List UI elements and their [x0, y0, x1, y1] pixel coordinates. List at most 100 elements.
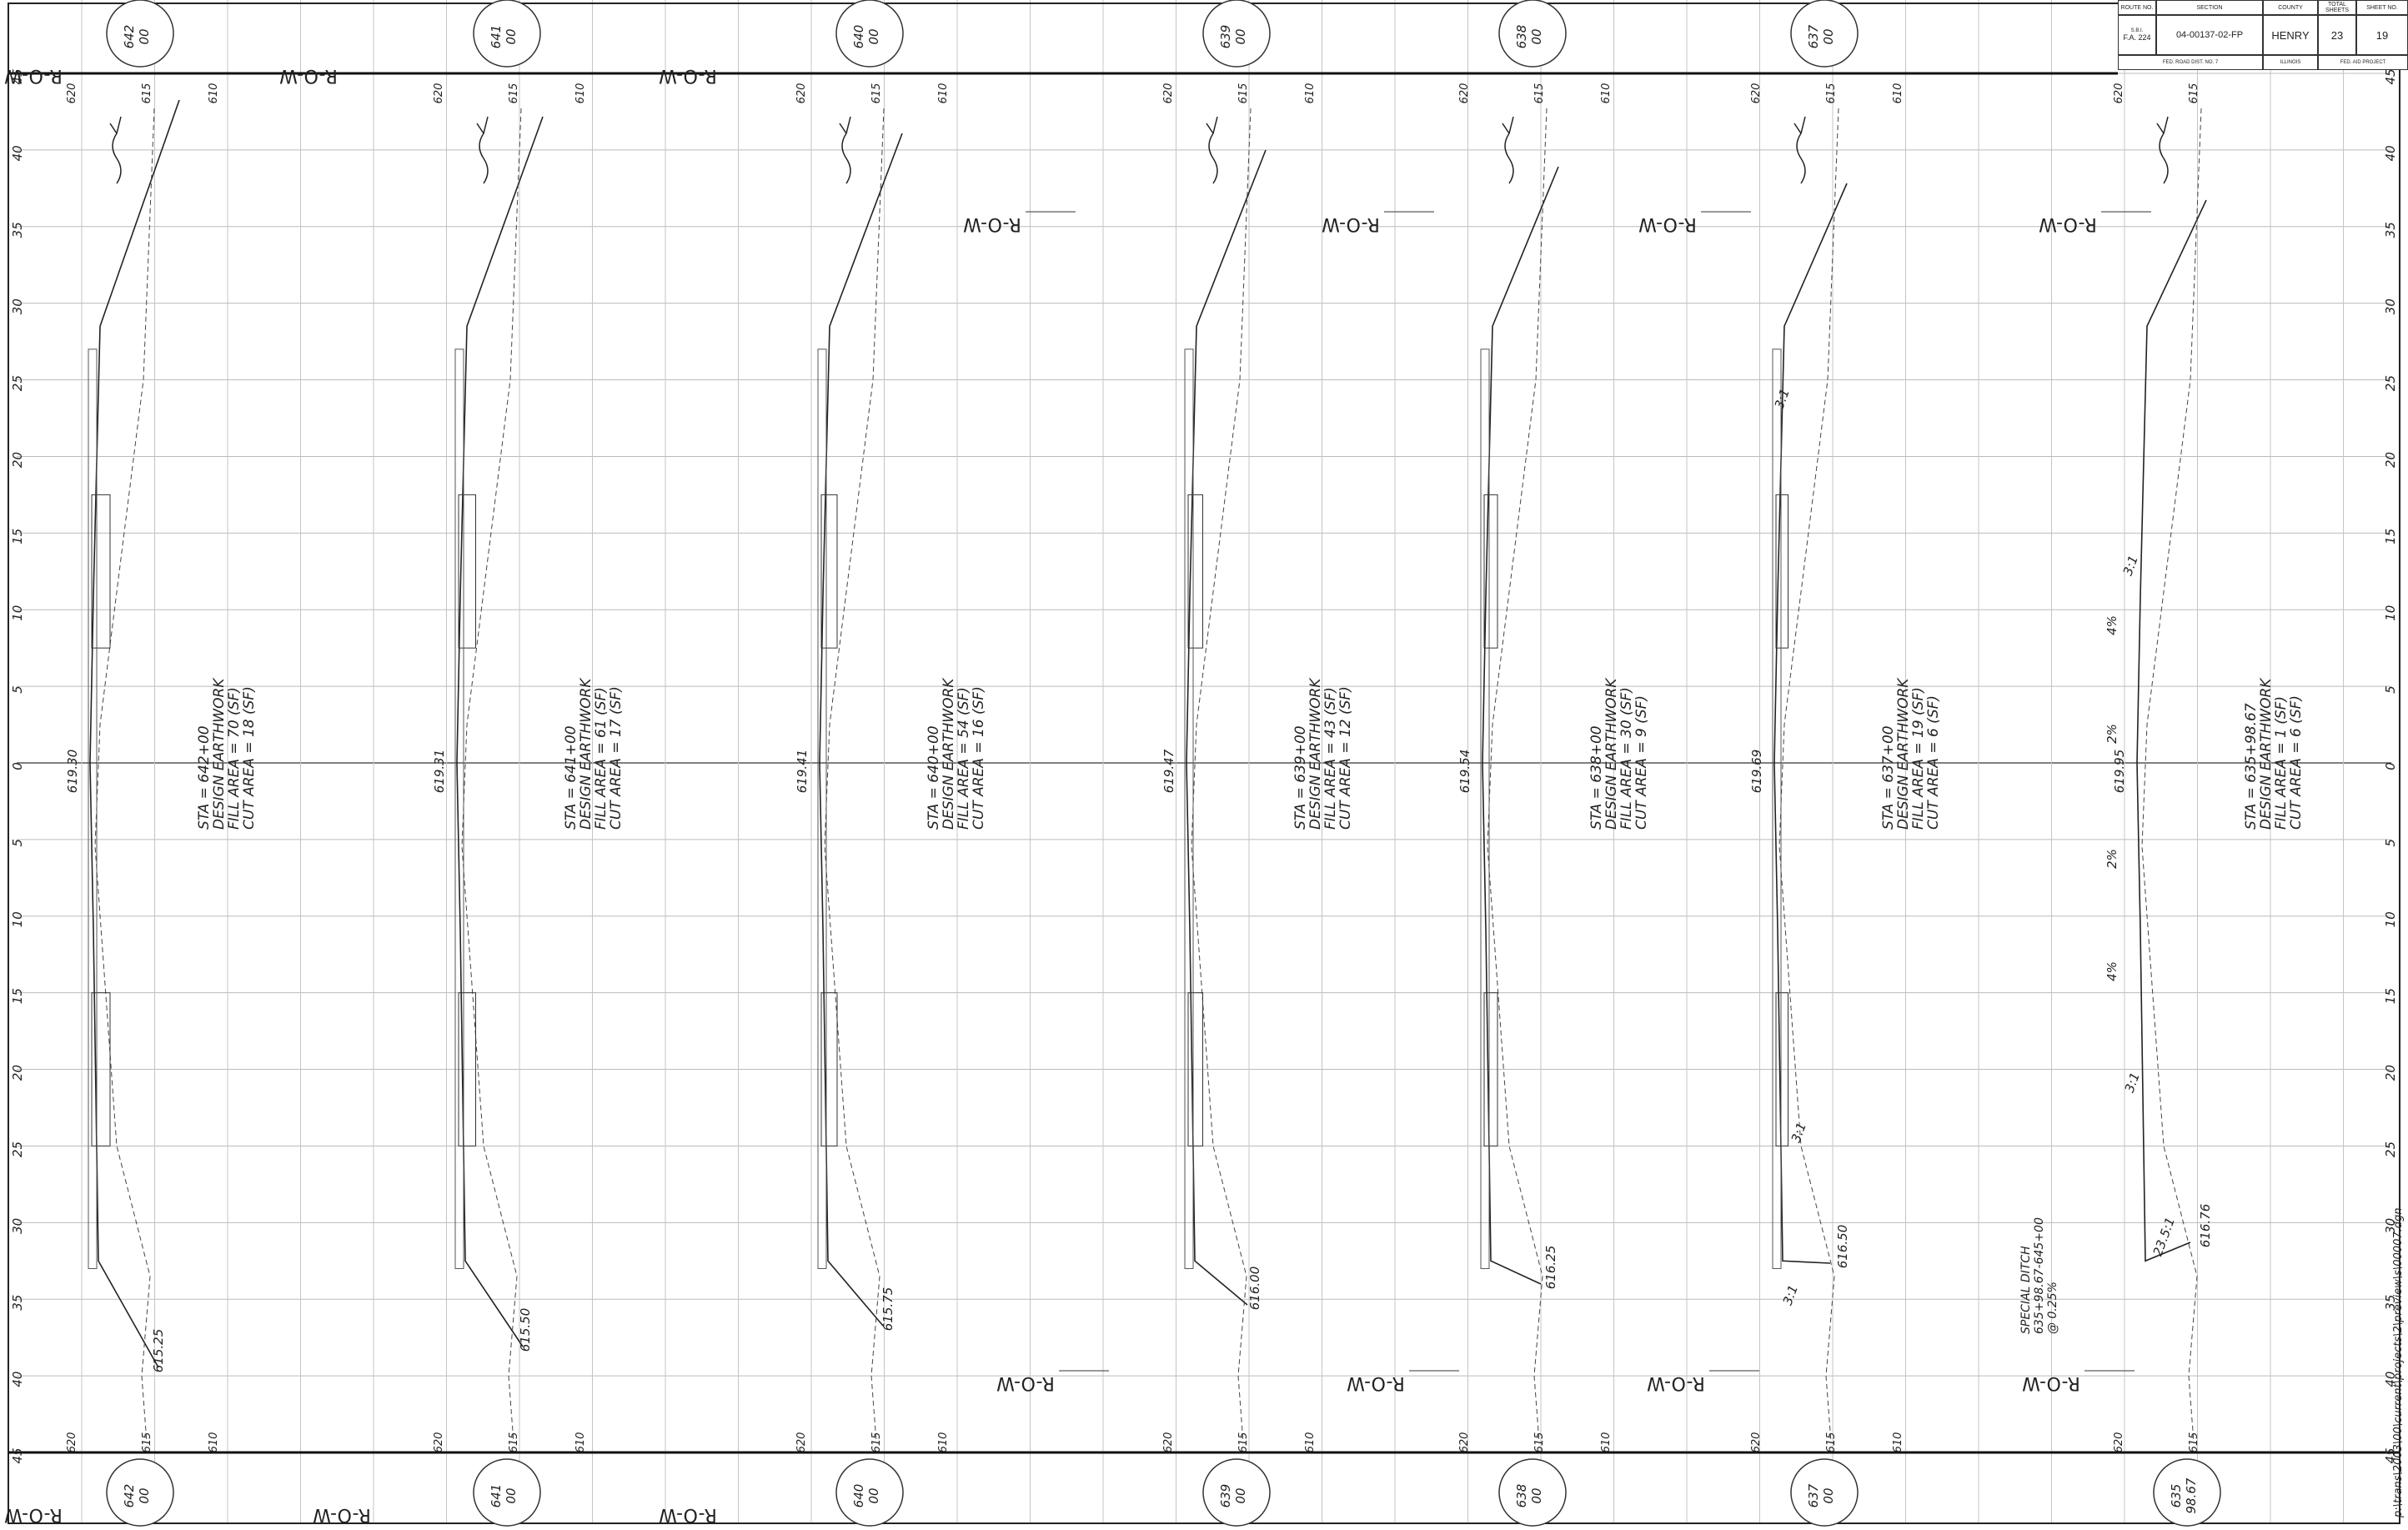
elevation-label-top: 615 — [2188, 83, 2200, 104]
cross-slope-label: 2% — [2104, 849, 2120, 869]
offset-label-right: 15 — [2383, 529, 2398, 544]
elevation-label-bottom: 615 — [141, 1432, 153, 1453]
toe-elevation: 615.75 — [880, 1287, 895, 1332]
elevation-label-top: 620 — [795, 83, 808, 104]
row-label: R-O-W — [4, 65, 63, 86]
station-plus: 00 — [1821, 28, 1836, 44]
offset-label-left: 15 — [10, 988, 25, 1004]
offset-label-right: 5 — [2383, 839, 2398, 847]
offset-label-left: 30 — [10, 1218, 25, 1234]
route-value-top: S.B.I. — [2130, 28, 2144, 33]
row-label: R-O-W — [279, 65, 338, 86]
pavement-outline — [88, 349, 98, 1269]
row-label: R-O-W — [1322, 213, 1380, 234]
county-value: HENRY — [2263, 15, 2318, 55]
row-label: R-O-W — [1638, 213, 1697, 234]
elevation-label-top: 620 — [1750, 83, 1763, 104]
station-number: 639 — [1218, 1484, 1233, 1508]
section-note: DESIGN EARTHWORK — [1895, 677, 1912, 830]
offset-label-left: 45 — [10, 1447, 25, 1463]
elevation-label-bottom: 620 — [1458, 1432, 1471, 1453]
elevation-label-bottom: 610 — [574, 1432, 587, 1453]
station-circle-top — [1498, 0, 1567, 68]
elevation-label-top: 610 — [208, 83, 220, 104]
elevation-label-top: 620 — [2113, 83, 2125, 104]
station-circle-top — [473, 0, 541, 68]
existing-ground — [1487, 108, 1548, 1443]
row-label: R-O-W — [2039, 213, 2097, 234]
special-ditch-note: SPECIAL DITCH — [2019, 1246, 2033, 1334]
section-note: STA = 639+00 — [1292, 725, 1309, 830]
shoulder-block-top — [820, 494, 838, 649]
offset-label-right: 5 — [2383, 685, 2398, 694]
toe-elevation: 615.25 — [151, 1329, 166, 1373]
section-note: STA = 637+00 — [1880, 725, 1897, 830]
elevation-label-bottom: 620 — [1162, 1432, 1175, 1453]
section-note: CUT AREA = 9 (SF) — [1633, 695, 1650, 830]
pavement-outline — [1772, 349, 1782, 1269]
shoulder-block-bottom — [1775, 992, 1788, 1146]
shoulder-block-top — [1187, 494, 1203, 649]
station-circle-top — [106, 0, 174, 68]
shoulder-block-bottom — [1187, 992, 1203, 1146]
title-block: ROUTE NO. SECTION COUNTY TOTAL SHEETS SH… — [2118, 0, 2408, 70]
elevation-label-top: 615 — [870, 83, 883, 104]
row-label: R-O-W — [659, 65, 717, 86]
toe-elevation: 615.50 — [518, 1308, 533, 1352]
elevation-label-top: 615 — [508, 83, 520, 104]
offset-label-left: 25 — [10, 375, 25, 391]
toe-elevation: 616.76 — [2198, 1204, 2213, 1248]
elevation-label-bottom: 610 — [1304, 1432, 1317, 1453]
section-note: FILL AREA = 43 (SF) — [1322, 687, 1339, 830]
section-note: STA = 635+98.67 — [2243, 703, 2260, 830]
offset-label-right: 20 — [2383, 452, 2398, 468]
section-note: FILL AREA = 19 (SF) — [1910, 687, 1927, 830]
elevation-label-top: 615 — [1237, 83, 1250, 104]
toe-elevation: 616.25 — [1543, 1246, 1558, 1290]
station-number: 635 — [2169, 1484, 2184, 1508]
station-number: 637 — [1806, 1483, 1821, 1507]
offset-label-left: 20 — [10, 1065, 25, 1081]
station-plus: 00 — [866, 1487, 881, 1503]
sheet-no-value: 19 — [2356, 15, 2408, 55]
pavement-outline — [1480, 349, 1490, 1269]
section-label: SECTION — [2156, 0, 2263, 15]
station-circle-bottom — [2153, 1458, 2221, 1527]
shoulder-block-top — [1775, 494, 1788, 649]
station-plus: 00 — [504, 28, 519, 44]
station-number: 641 — [489, 1484, 504, 1508]
centerline-elevation: 619.47 — [1161, 749, 1176, 793]
existing-ground — [1191, 108, 1252, 1443]
elevation-label-top: 610 — [1304, 83, 1317, 104]
offset-label-right: 10 — [2383, 605, 2398, 621]
section-note: DESIGN EARTHWORK — [1307, 677, 1324, 830]
state: ILLINOIS — [2263, 55, 2318, 70]
elevation-label-bottom: 620 — [795, 1432, 808, 1453]
offset-label-left: 20 — [10, 452, 25, 468]
section-note: CUT AREA = 16 (SF) — [971, 686, 987, 830]
row-label: R-O-W — [313, 1504, 371, 1525]
centerline-elevation: 619.69 — [1749, 750, 1764, 794]
offset-label-left: 5 — [10, 839, 25, 847]
offset-label-left: 10 — [10, 605, 25, 621]
offset-label-left: 40 — [10, 1372, 25, 1387]
station-plus: 00 — [1233, 1487, 1248, 1503]
station-plus: 00 — [1529, 28, 1544, 44]
route-value-bottom: F.A. 224 — [2123, 33, 2151, 42]
section-note: FILL AREA = 61 (SF) — [593, 687, 610, 830]
existing-ground — [1778, 108, 1839, 1443]
offset-label-left: 25 — [10, 1141, 25, 1157]
row-label: R-O-W — [4, 1504, 63, 1525]
proposed-profile — [819, 133, 903, 1327]
station-plus: 00 — [1821, 1487, 1836, 1503]
section-note: STA = 638+00 — [1588, 725, 1605, 830]
route-value: S.B.I. F.A. 224 — [2118, 15, 2156, 55]
station-circle-bottom — [473, 1458, 541, 1527]
station-plus: 00 — [137, 1487, 152, 1503]
toe-elevation: 616.00 — [1247, 1267, 1262, 1311]
elevation-label-bottom: 620 — [433, 1432, 445, 1453]
station-number: 638 — [1514, 25, 1529, 49]
offset-label-right: 30 — [2383, 1218, 2398, 1234]
station-plus: 98.67 — [2184, 1477, 2199, 1513]
